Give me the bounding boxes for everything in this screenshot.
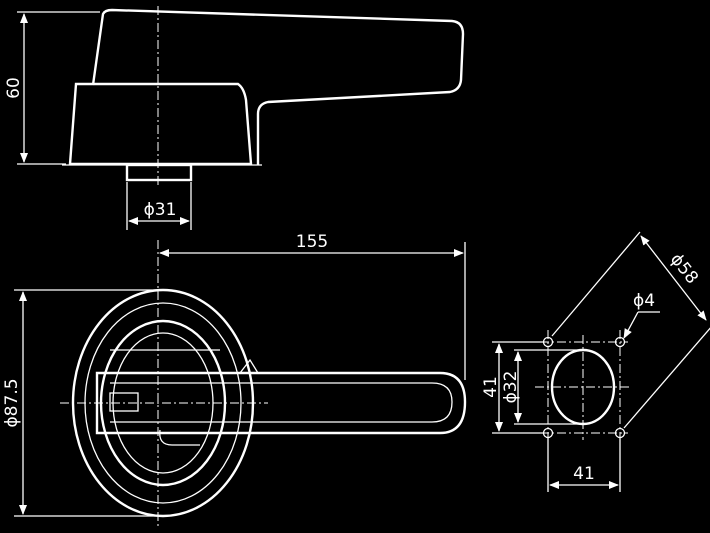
ext-line-bc-1 [551,231,641,337]
dim-vertical-41-label: 41 [481,376,501,398]
lever-outline [95,371,467,435]
mounting-detail: ϕ58 ϕ4 41 ϕ32 41 [481,231,710,492]
front-view: 155 ϕ87.5 [2,232,467,528]
handle-hub-outline [68,82,253,166]
pointer-slot [109,392,139,412]
dim-bolt-circle-line [640,235,707,321]
lever-inner-edge [110,382,453,423]
handle-lever-outline [91,8,465,165]
dim-horizontal-41-label: 41 [573,464,595,484]
dim-bolt-circle-label: ϕ58 [666,250,702,288]
shaft-stub [125,163,193,182]
lever-step [239,358,259,374]
dim-length-label: 155 [296,232,328,252]
dim-shaft-label: ϕ31 [144,200,177,220]
dim-cutout-label: ϕ32 [501,371,521,404]
dim-diameter-label: ϕ87.5 [2,378,22,427]
lever-lower-detail [159,429,200,446]
dim-height-label: 60 [4,77,24,99]
ext-line-bc-2 [623,327,710,429]
dim-hole-label: ϕ4 [633,291,655,311]
hole-leader-arrow [623,311,639,339]
side-view: 60 ϕ31 [4,6,465,230]
